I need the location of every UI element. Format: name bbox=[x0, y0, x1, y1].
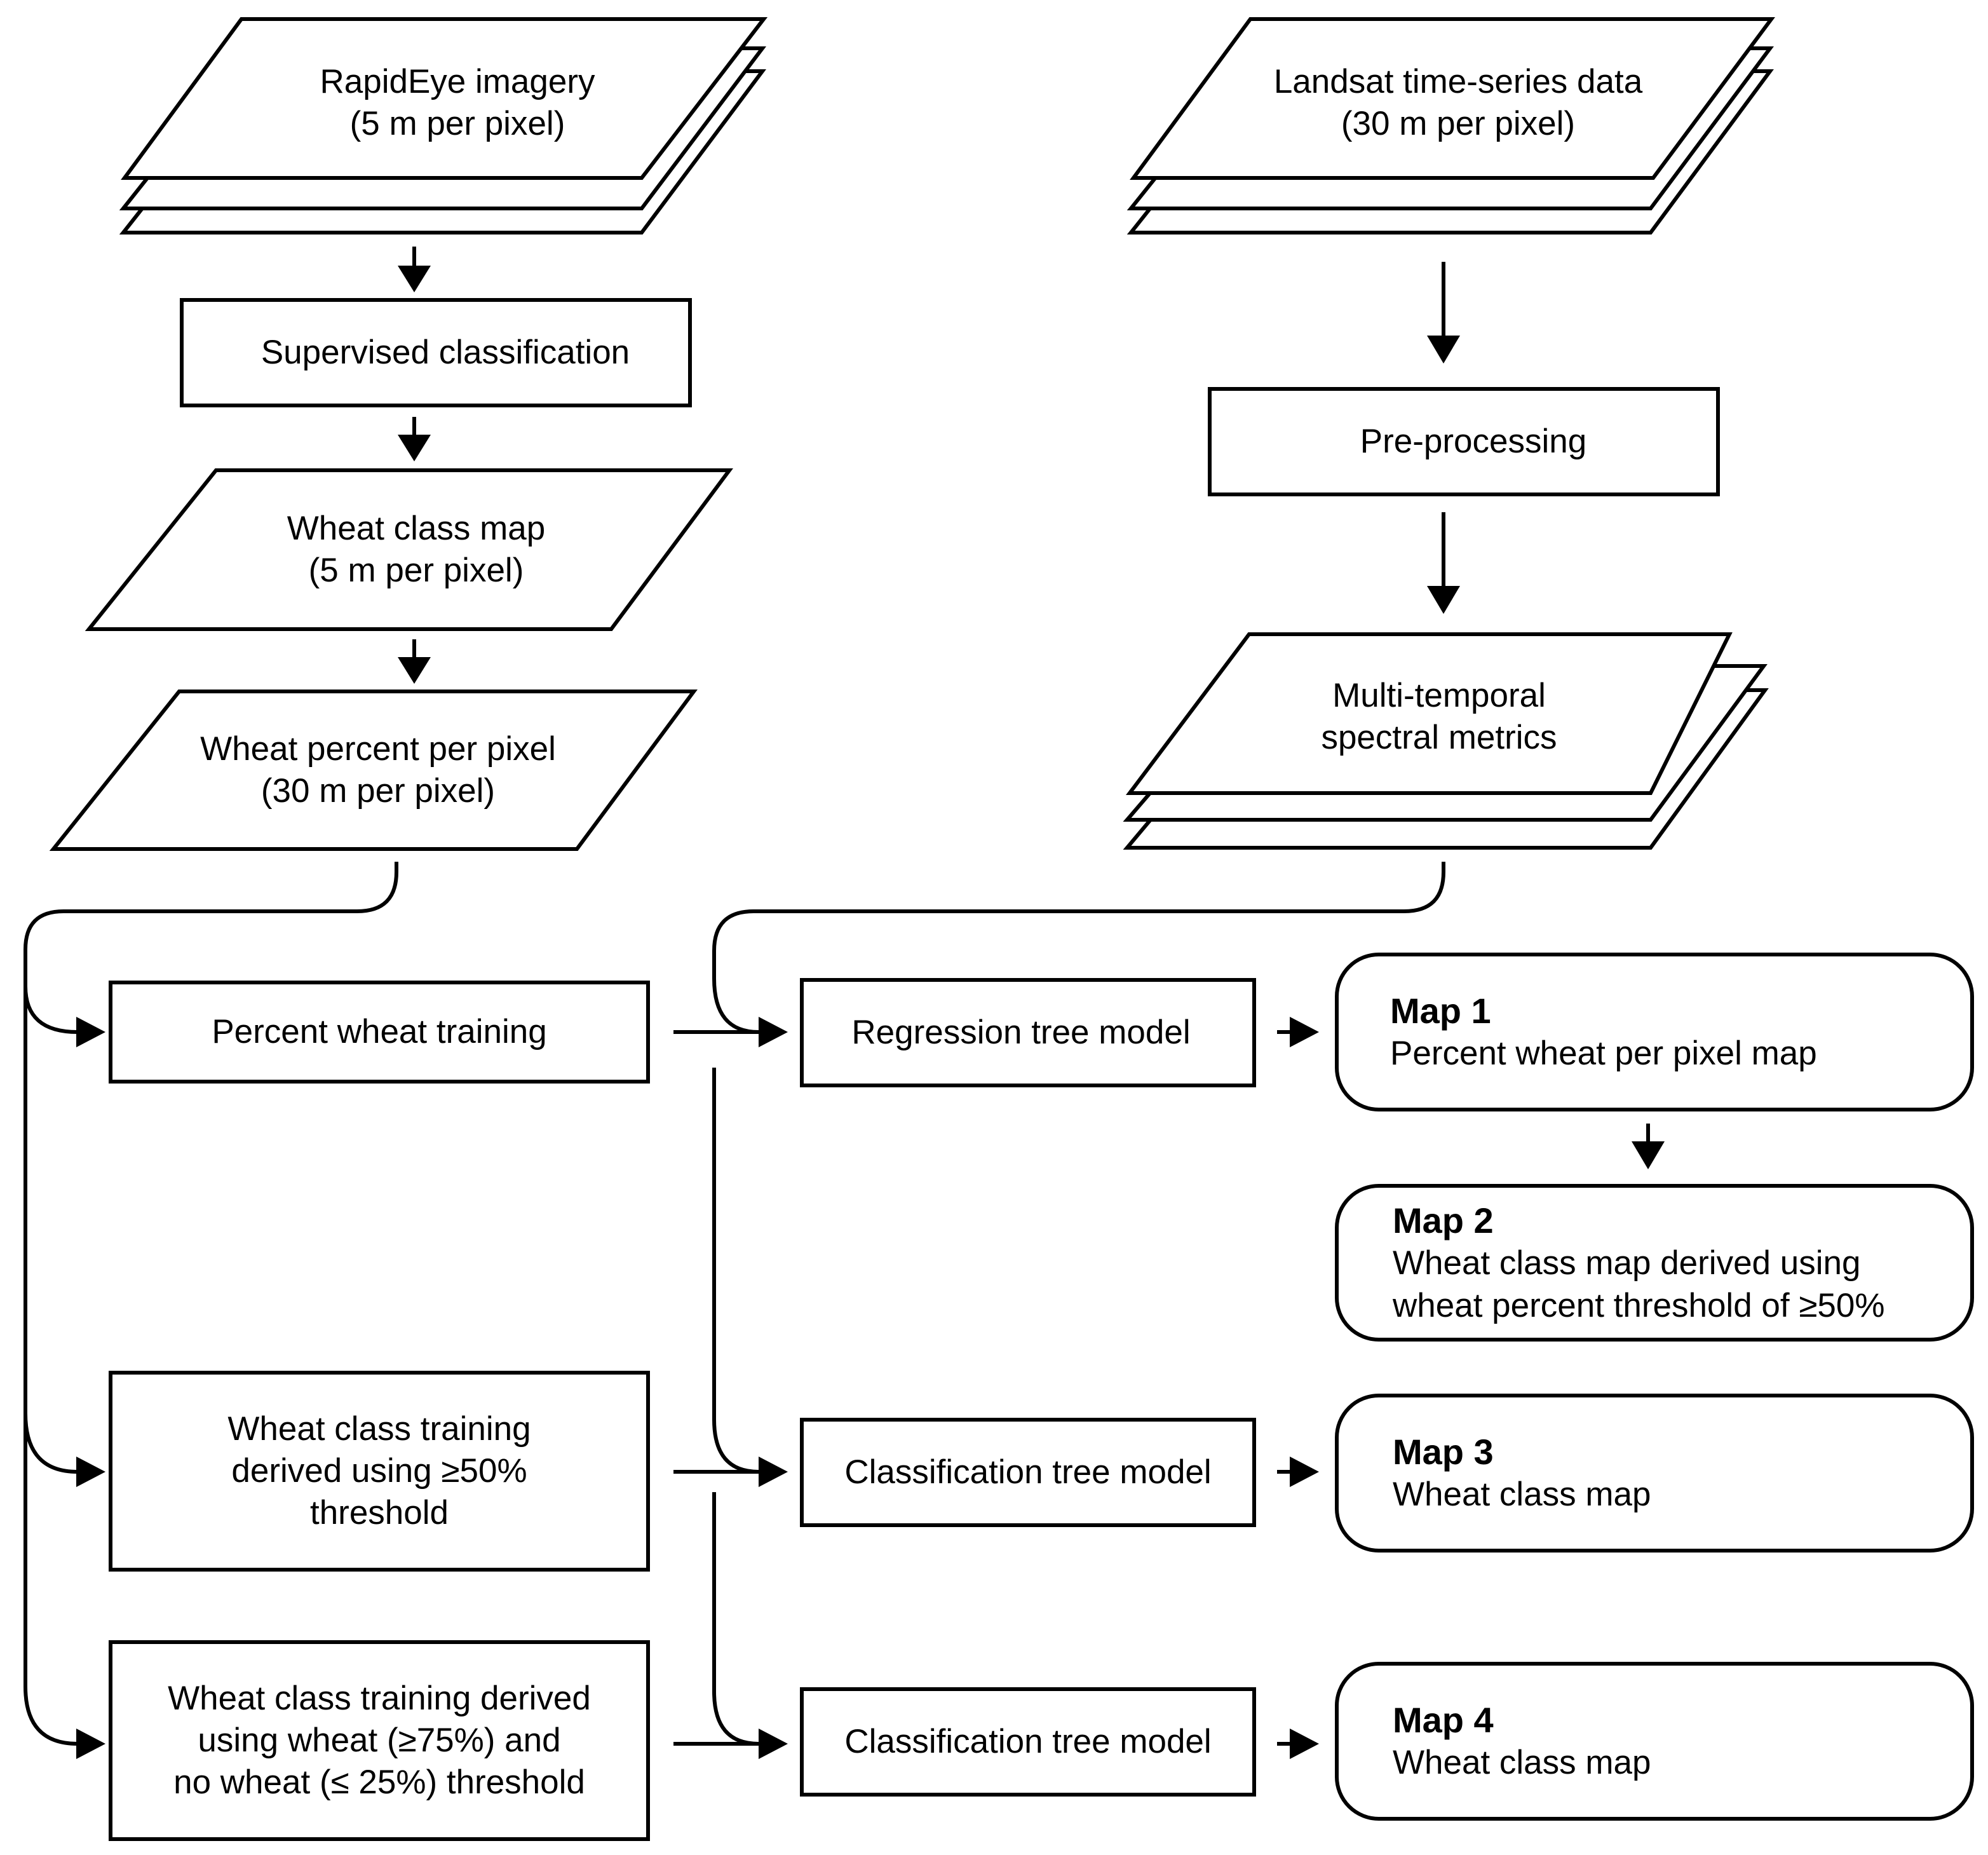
supervised-classification-box bbox=[180, 298, 692, 407]
wheat-class-map-shape bbox=[85, 468, 733, 631]
supervised-classification-label: Supervised classification bbox=[260, 334, 630, 371]
landsat-data-label: Landsat time-series data (30 m per pixel… bbox=[1188, 58, 1728, 147]
arrow-training-to-classification-b bbox=[673, 1729, 788, 1759]
wheat-class-map-line1: Wheat class map bbox=[287, 510, 546, 547]
arrow-supervised-to-classmap bbox=[398, 417, 431, 461]
metrics-line1: Multi-temporal bbox=[1332, 677, 1546, 714]
map1-label: Map 1 Percent wheat per pixel map bbox=[1390, 955, 1817, 1110]
arrow-rapideye-to-supervised bbox=[398, 247, 431, 292]
arrow-classmap-to-percent bbox=[398, 639, 431, 684]
map3-line1: Wheat class map bbox=[1393, 1476, 1651, 1513]
classification-tree-label-b: Classification tree model bbox=[844, 1723, 1212, 1760]
class50-line3: threshold bbox=[309, 1494, 449, 1532]
arrow-landsat-to-preprocessing bbox=[1427, 262, 1460, 364]
wheat-percent-label: Wheat percent per pixel (30 m per pixel) bbox=[121, 726, 635, 815]
wheat-percent-line2: (30 m per pixel) bbox=[260, 772, 496, 810]
arrow-training-to-classification-a bbox=[673, 1457, 788, 1487]
rapideye-line2: (5 m per pixel) bbox=[349, 105, 565, 142]
wheat-class-map-line2: (5 m per pixel) bbox=[308, 552, 524, 589]
preprocessing-label: Pre-processing bbox=[1360, 423, 1587, 460]
regression-tree-label: Regression tree model bbox=[851, 1014, 1191, 1051]
rapideye-imagery-shape bbox=[119, 17, 768, 234]
map4-label: Map 4 Wheat class map bbox=[1393, 1664, 1651, 1819]
map4-title: Map 4 bbox=[1393, 1700, 1494, 1740]
arrow-classification-b-to-map4 bbox=[1277, 1729, 1319, 1759]
class50-training-box bbox=[109, 1371, 650, 1572]
map3-title: Map 3 bbox=[1393, 1432, 1494, 1472]
arrow-map1-to-map2 bbox=[1632, 1124, 1665, 1169]
map2-label: Map 2 Wheat class map derived using whea… bbox=[1393, 1186, 1885, 1340]
arrow-classification-a-to-map3 bbox=[1277, 1457, 1319, 1487]
landsat-data-shape bbox=[1126, 17, 1775, 234]
percent-wheat-training-label: Percent wheat training bbox=[212, 1013, 547, 1050]
wheat-percent-line1: Wheat percent per pixel bbox=[200, 730, 556, 768]
connector-percent-to-training bbox=[24, 862, 398, 1759]
map4-box bbox=[1335, 1662, 1974, 1821]
map1-box bbox=[1335, 953, 1974, 1111]
map4-line1: Wheat class map bbox=[1393, 1744, 1651, 1781]
rapideye-imagery-label: RapidEye imagery (5 m per pixel) bbox=[191, 58, 724, 147]
landsat-line1: Landsat time-series data bbox=[1273, 63, 1643, 100]
percent-wheat-training-box bbox=[109, 981, 650, 1084]
map2-line2: wheat percent threshold of ≥50% bbox=[1393, 1286, 1885, 1324]
arrow-regression-to-map1 bbox=[1277, 1017, 1319, 1047]
class75-line2: using wheat (≥75%) and bbox=[198, 1722, 561, 1759]
class50-line1: Wheat class training bbox=[227, 1410, 531, 1448]
map2-box bbox=[1335, 1184, 1974, 1342]
regression-tree-box bbox=[800, 978, 1256, 1087]
map2-title: Map 2 bbox=[1393, 1200, 1494, 1240]
class50-line2: derived using ≥50% bbox=[231, 1452, 527, 1490]
class75-line3: no wheat (≤ 25%) threshold bbox=[173, 1763, 585, 1801]
map1-line1: Percent wheat per pixel map bbox=[1390, 1035, 1817, 1072]
wheat-class-map-label: Wheat class map (5 m per pixel) bbox=[159, 505, 673, 594]
class50-training-label: Wheat class training derived using ≥50% … bbox=[111, 1373, 648, 1570]
map3-box bbox=[1335, 1394, 1974, 1553]
classification-tree-box-a bbox=[800, 1418, 1256, 1527]
arrow-preprocessing-to-metrics bbox=[1427, 512, 1460, 614]
preprocessing-box bbox=[1208, 387, 1720, 496]
class75-line1: Wheat class training derived bbox=[168, 1680, 591, 1717]
map1-title: Map 1 bbox=[1390, 991, 1491, 1031]
wheat-percent-shape bbox=[49, 690, 698, 851]
metrics-shape bbox=[1123, 632, 1769, 850]
class75-training-label: Wheat class training derived using wheat… bbox=[111, 1642, 648, 1839]
classification-tree-box-b bbox=[800, 1687, 1256, 1797]
rapideye-line1: RapidEye imagery bbox=[320, 63, 595, 100]
arrow-training-to-regression bbox=[673, 1017, 788, 1047]
classification-tree-label-a: Classification tree model bbox=[844, 1453, 1212, 1491]
metrics-label: Multi-temporal spectral metrics bbox=[1182, 672, 1696, 761]
metrics-line2: spectral metrics bbox=[1321, 719, 1557, 756]
map2-line1: Wheat class map derived using bbox=[1393, 1244, 1861, 1282]
map3-label: Map 3 Wheat class map bbox=[1393, 1396, 1651, 1551]
landsat-line2: (30 m per pixel) bbox=[1341, 105, 1576, 142]
class75-training-box bbox=[109, 1640, 650, 1841]
